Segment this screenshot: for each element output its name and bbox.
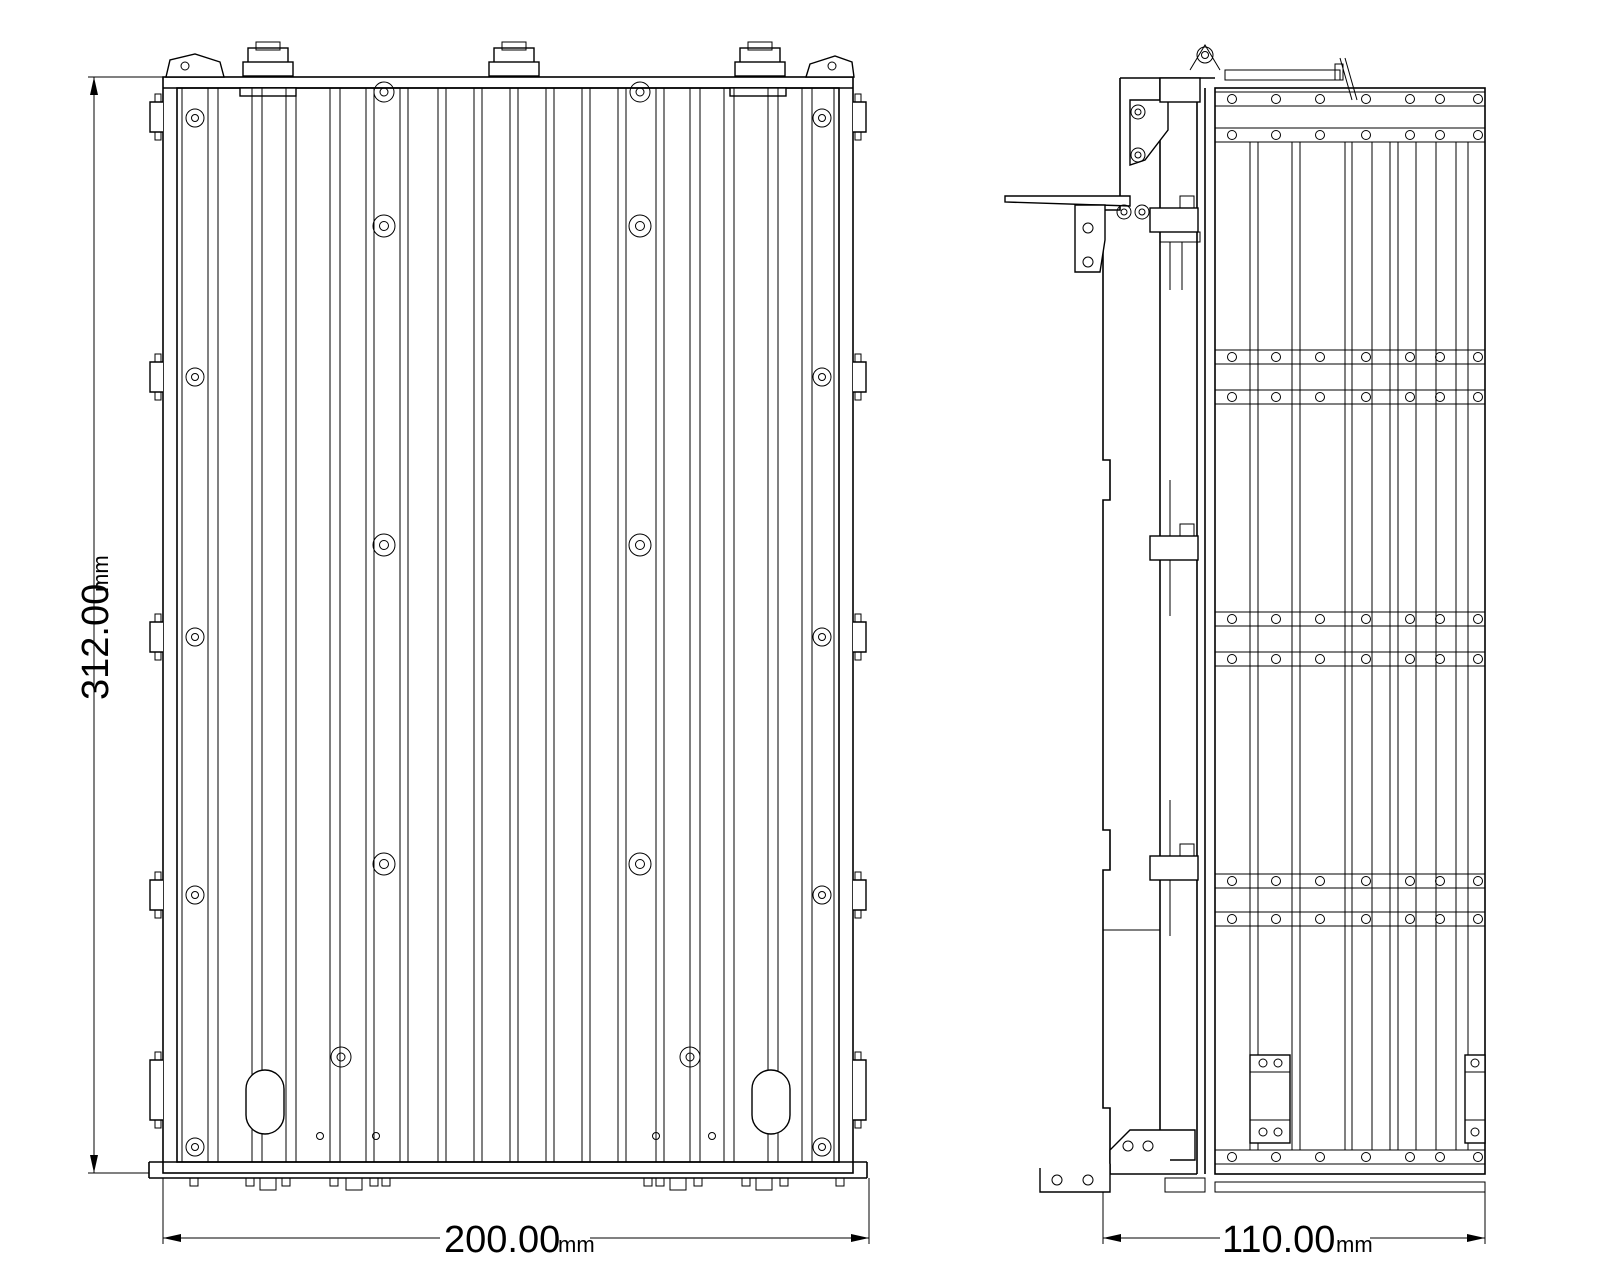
band-screw [1361,392,1371,402]
band-screw [1315,654,1325,664]
band-screw [1315,914,1325,924]
band-screw [1361,1152,1371,1162]
front-right-side-tabs [853,93,867,1129]
band-screw [1361,130,1371,140]
side-middle-bracket-1 [1149,480,1199,616]
band-screw [1227,94,1237,104]
band-screw [1271,914,1281,924]
front-edge-screws [185,108,832,1157]
band-screw [1271,392,1281,402]
band-screw [1227,130,1237,140]
front-bottom-connectors [189,1177,845,1191]
band-screw [1405,914,1415,924]
front-top-connector-right [729,41,787,97]
depth-dimension-value: 110.00 [1222,1219,1335,1261]
band-screw [1473,392,1483,402]
front-left-side-tabs [149,93,163,1129]
band-screw [1271,94,1281,104]
band-screw [1227,876,1237,886]
band-screw [1435,94,1445,104]
side-bottom-modules [1249,1054,1486,1144]
band-screw [1227,1152,1237,1162]
band-screw [1405,876,1415,886]
height-dimension-value: 312.00 [75,584,117,700]
band-screw [1315,130,1325,140]
band-screw [1315,392,1325,402]
band-screw [1227,392,1237,402]
side-view: 110.00 mm [1004,44,1486,1261]
band-screw [1315,352,1325,362]
front-oval-port-left [245,1069,285,1135]
side-bottom-foot [1039,1129,1206,1193]
band-screw [1435,614,1445,624]
front-outer-frame [162,76,854,1174]
band-screw [1473,352,1483,362]
front-top-left-tab [165,53,225,78]
band-screw [1473,1152,1483,1162]
band-screw [1227,914,1237,924]
side-band-screws [1227,94,1483,1162]
band-screw [1405,1152,1415,1162]
side-screw-bands [1214,91,1486,1193]
band-screw [1435,914,1445,924]
band-screw [1405,352,1415,362]
band-screw [1271,876,1281,886]
side-view-fins [1249,142,1469,1150]
band-screw [1435,352,1445,362]
band-screw [1361,914,1371,924]
band-screw [1361,876,1371,886]
band-screw [1405,94,1415,104]
band-screw [1405,130,1415,140]
width-dimension-unit: mm [558,1232,595,1257]
band-screw [1315,94,1325,104]
side-middle-bracket-2 [1149,800,1199,936]
band-screw [1473,654,1483,664]
band-screw [1435,130,1445,140]
band-screw [1473,876,1483,886]
band-screw [1361,654,1371,664]
band-screw [1271,130,1281,140]
band-screw [1271,654,1281,664]
band-screw [1271,614,1281,624]
band-screw [1227,654,1237,664]
band-screw [1227,352,1237,362]
front-cooling-fins [181,88,835,1162]
band-screw [1473,94,1483,104]
band-screw [1435,392,1445,402]
depth-dimension-unit: mm [1336,1232,1373,1257]
band-screw [1227,614,1237,624]
band-screw [1361,94,1371,104]
band-screw [1271,1152,1281,1162]
band-screw [1315,614,1325,624]
band-screw [1473,914,1483,924]
band-screw [1315,876,1325,886]
front-view: 312.00 mm 200.00 mm [75,41,870,1261]
band-screw [1361,614,1371,624]
band-screw [1473,614,1483,624]
side-latch-arm [1004,195,1201,290]
band-screw [1435,654,1445,664]
side-main-body [1214,87,1486,1175]
band-screw [1405,614,1415,624]
front-top-connector-left [239,41,297,97]
band-screw [1315,1152,1325,1162]
side-bracket-strip [1102,78,1197,1175]
height-dimension-line [88,76,163,1174]
front-top-right-tab [805,55,855,78]
band-screw [1435,1152,1445,1162]
band-screw [1405,654,1415,664]
height-dimension-unit: mm [88,555,113,592]
front-center-screws [316,81,716,1140]
width-dimension-value: 200.00 [444,1219,560,1261]
band-screw [1435,876,1445,886]
band-screw [1361,352,1371,362]
front-inner-frame [176,87,840,1163]
band-screw [1405,392,1415,402]
front-top-connector-center [488,41,540,77]
band-screw [1271,352,1281,362]
front-oval-port-right [751,1069,791,1135]
band-screw [1473,130,1483,140]
